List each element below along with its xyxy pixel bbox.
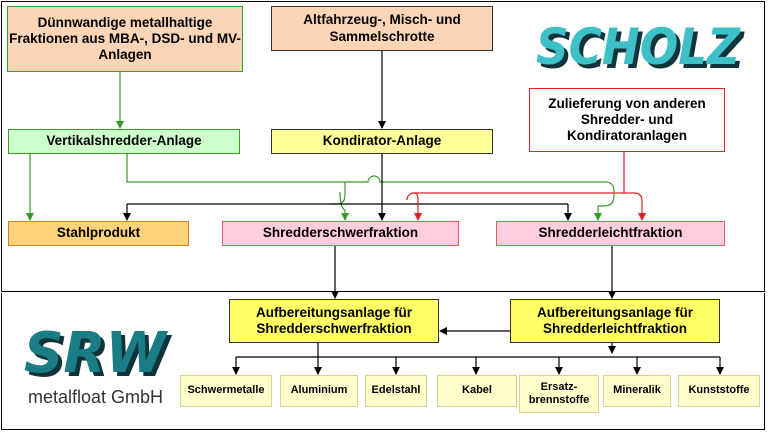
green-flow-line: [126, 154, 606, 183]
box-shredderschwerfraktion: Shredderschwerfraktion: [222, 221, 459, 246]
box-altfahrzeug-schrotte: Altfahrzeug-, Misch- und Sammelschrotte: [271, 6, 493, 51]
box-aufbereitung-leicht: Aufbereitungsanlage für Shredderleichtfr…: [510, 299, 720, 343]
product-edelstahl: Edelstahl: [365, 375, 427, 407]
red-flow-line: [406, 152, 625, 201]
arrow-red-to-schwer: [413, 192, 422, 221]
product-kunststoffe: Kunststoffe: [678, 375, 760, 407]
box-aufbereitung-schwer: Aufbereitungsanlage für Shredderschwerfr…: [229, 299, 439, 343]
srw-logo-shadow: SRW: [28, 325, 173, 380]
scholz-logo-text: SCHOLZ: [536, 22, 742, 74]
box-kondirator: Kondirator-Anlage: [271, 129, 493, 154]
arrow-green-to-schwer-2: [323, 204, 330, 210]
box-mba-fraktionen: Dünnwandige metallhaltige Fraktionen aus…: [7, 6, 243, 72]
arrow-green-schwer-end: [339, 191, 349, 221]
arrow-green-to-schwer: [330, 182, 346, 205]
arrow-red-to-leicht: [624, 192, 646, 221]
scholz-logo: SCHOLZ SCHOLZ: [536, 22, 746, 74]
srw-logo: SRW SRW: [24, 322, 173, 380]
box-shredderleichtfraktion: Shredderleichtfraktion: [496, 221, 725, 246]
product-aluminium: Aluminium: [280, 375, 358, 407]
upper-section-frame: [1, 1, 765, 292]
box-vertikalshredder: Vertikalshredder-Anlage: [8, 129, 240, 154]
product-mineralik: Mineralik: [603, 375, 671, 407]
product-schwermetalle: Schwermetalle: [180, 375, 272, 407]
product-ersatzbrennstoffe: Ersatz-brennstoffe: [519, 375, 599, 413]
box-zulieferung: Zulieferung von anderen Shredder- und Ko…: [529, 88, 725, 152]
arrow-green-to-leicht: [594, 181, 615, 221]
scholz-logo-shadow: SCHOLZ: [540, 22, 746, 74]
srw-company-name: metalfloat GmbH: [28, 387, 164, 407]
product-kabel: Kabel: [437, 375, 517, 407]
lower-section-frame: [1, 293, 765, 430]
box-stahlprodukt: Stahlprodukt: [8, 221, 189, 246]
srw-logo-text: SRW: [24, 322, 169, 380]
